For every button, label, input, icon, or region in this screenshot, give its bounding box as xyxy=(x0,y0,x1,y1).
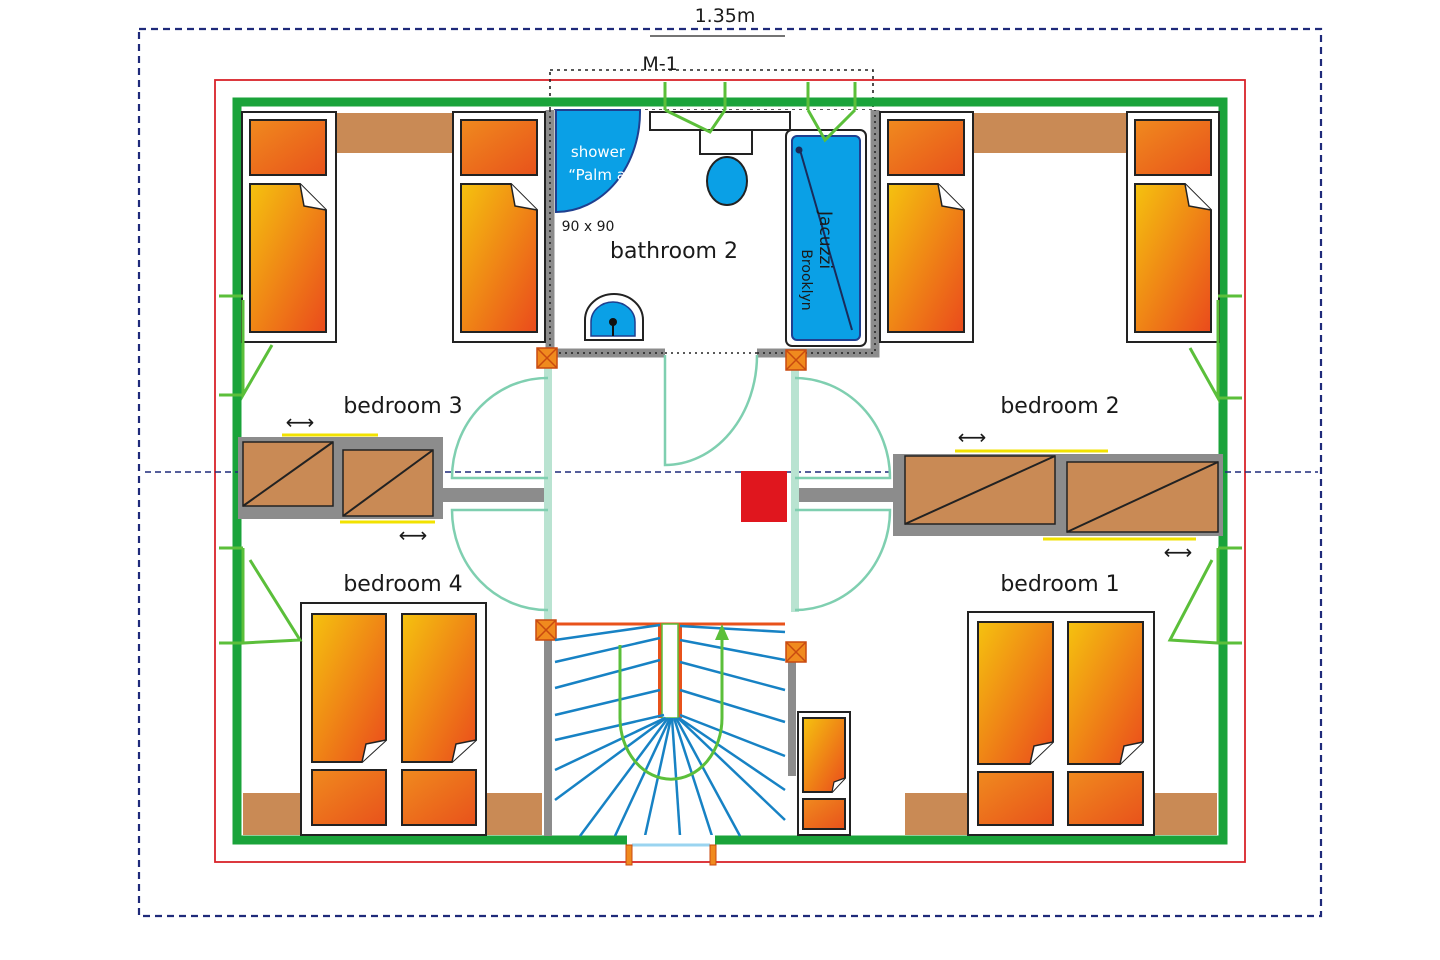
wardrobe-left xyxy=(238,433,548,524)
pillow-icon xyxy=(977,771,1054,826)
double-bed xyxy=(967,611,1155,836)
dormer-outline xyxy=(549,69,874,111)
mattress-icon xyxy=(977,621,1054,765)
hall-partition xyxy=(535,347,807,836)
shower-model-label: “Palm a” xyxy=(568,166,633,184)
bedroom-4-label: bedroom 4 xyxy=(343,572,462,597)
nightstand xyxy=(973,113,1130,153)
bedroom-1-label: bedroom 1 xyxy=(1000,572,1119,597)
mattress-icon xyxy=(401,613,477,763)
pillow-icon xyxy=(1067,771,1144,826)
slide-arrow-icon: ⟷ xyxy=(1164,540,1193,564)
mattress-icon xyxy=(249,183,327,333)
bedroom-2-label: bedroom 2 xyxy=(1000,394,1119,419)
nightstand xyxy=(243,793,301,835)
mattress-icon xyxy=(1067,621,1144,765)
staircase xyxy=(554,622,786,837)
nightstand xyxy=(1154,793,1217,835)
shower-tray xyxy=(555,109,642,214)
nightstand xyxy=(905,793,968,835)
window-icon xyxy=(663,82,857,143)
pillow-icon xyxy=(311,769,387,826)
window-icon xyxy=(219,294,1242,645)
pillow-icon xyxy=(460,119,538,176)
pillow-icon xyxy=(249,119,327,176)
toilet-icon xyxy=(706,156,748,206)
chimney xyxy=(741,471,787,522)
pillow-icon xyxy=(802,798,846,830)
mattress-icon xyxy=(1134,183,1212,333)
window-code-label: M-1 xyxy=(642,53,677,75)
bedroom-3-label: bedroom 3 xyxy=(343,394,462,419)
pillow-icon xyxy=(887,119,965,176)
bathroom-label: bathroom 2 xyxy=(610,239,738,264)
pillow-icon xyxy=(1134,119,1212,176)
shower-label: shower xyxy=(571,143,626,161)
pillow-icon xyxy=(401,769,477,826)
slide-arrow-icon: ⟷ xyxy=(958,425,987,449)
single-bed xyxy=(241,111,337,343)
single-bed xyxy=(1126,111,1220,343)
jacuzzi-label: Jacuzzi xyxy=(815,210,835,269)
stair-arrow-icon xyxy=(618,632,724,781)
nightstand xyxy=(486,793,542,835)
single-bed xyxy=(452,111,546,343)
slide-arrow-icon: ⟷ xyxy=(286,410,315,434)
jacuzzi-model-label: Brooklyn xyxy=(798,249,814,310)
door-swing-icon xyxy=(450,354,892,612)
double-bed xyxy=(300,602,487,836)
building-outline xyxy=(214,79,1246,863)
single-bed xyxy=(797,711,851,836)
mattress-icon xyxy=(311,613,387,763)
mattress-icon xyxy=(460,183,538,333)
mattress-icon xyxy=(887,183,965,333)
slide-arrow-icon: ⟷ xyxy=(399,523,428,547)
wardrobe-right xyxy=(795,449,1223,541)
roof-overhang-outline xyxy=(137,27,1323,918)
nightstand xyxy=(336,113,456,153)
single-bed xyxy=(879,111,974,343)
shower-size-label: 90 x 90 xyxy=(562,219,615,235)
dimension-label: 1.35m xyxy=(695,5,756,27)
